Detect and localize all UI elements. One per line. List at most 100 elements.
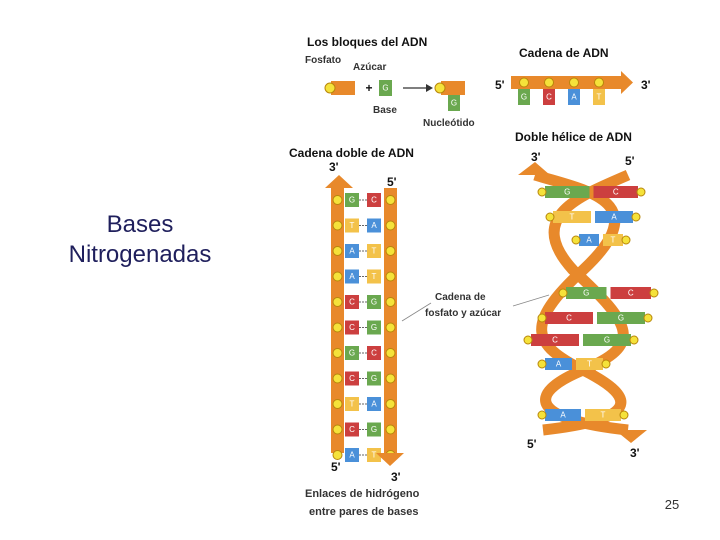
svg-text:T: T (372, 272, 377, 281)
phosphate-dot (385, 297, 396, 307)
sugar-phosphate-piece (324, 81, 355, 95)
svg-text:T: T (597, 93, 602, 102)
svg-text:T: T (350, 221, 355, 230)
svg-text:A: A (371, 400, 377, 409)
ladder-up-arrow-icon (325, 175, 353, 188)
backbone-pointer-line-right (512, 294, 550, 307)
svg-text:A: A (560, 411, 566, 420)
helix-bottom-5prime: 5' (527, 437, 537, 451)
svg-text:G: G (371, 323, 377, 332)
slide-title: Bases Nitrogenadas (40, 210, 240, 270)
svg-text:G: G (371, 425, 377, 434)
ladder-base-right: A (367, 397, 381, 411)
backbone-pointer-line (401, 302, 432, 322)
helix-base-left: T (553, 211, 591, 223)
ladder-base-left: A (345, 244, 359, 258)
svg-text:C: C (349, 374, 355, 383)
phosphate-dot (385, 373, 396, 384)
svg-text:G: G (349, 196, 355, 205)
chain-title: Cadena de ADN (519, 46, 609, 60)
ladder-base-right: G (367, 320, 381, 335)
hbond-label-line-2: entre pares de bases (309, 506, 418, 518)
phosphate-dot (385, 348, 396, 358)
svg-text:T: T (372, 247, 377, 256)
svg-text:G: G (371, 298, 377, 307)
helix-base-left: A (579, 234, 599, 246)
ladder-base-right: C (367, 193, 381, 207)
helix-base-left: A (545, 409, 581, 421)
ladder-top-3prime: 3' (329, 160, 339, 174)
helix-down-arrow-icon (615, 430, 647, 443)
ladder-down-arrow-icon (376, 453, 404, 466)
ladder-base-right: A (367, 218, 381, 233)
ladder-bottom-3prime: 3' (391, 470, 401, 484)
chain-base-t: T (593, 89, 605, 105)
page-number: 25 (664, 497, 680, 512)
phosphate-dot (332, 322, 343, 333)
ladder-base-left: T (345, 397, 359, 411)
backbone-label-line-1: Cadena de (435, 292, 486, 303)
base-label: Base (373, 105, 397, 116)
chain-base-g: G (518, 89, 530, 105)
svg-text:A: A (611, 213, 617, 222)
helix-base-left: C (545, 312, 593, 324)
helix-top-3prime: 3' (531, 150, 541, 164)
phosphate-dot (332, 399, 343, 409)
svg-text:A: A (349, 451, 355, 460)
phosphate-dot (332, 373, 343, 384)
chain-base-a: A (568, 89, 580, 105)
phosphate-dot (643, 313, 653, 323)
helix-base-right: T (603, 234, 623, 246)
ladder-base-left: G (345, 193, 359, 207)
phosphate-dot (537, 187, 547, 197)
phosphate-dot (385, 220, 396, 231)
phosphate-dot (649, 288, 659, 298)
single-dna-chain (511, 71, 633, 94)
phosphate-dot (537, 410, 547, 420)
helix-base-right: C (610, 287, 651, 299)
svg-text:T: T (350, 400, 355, 409)
ladder-base-left: C (345, 371, 359, 386)
helix-base-left: A (545, 358, 572, 370)
ladder-base-right: T (367, 448, 381, 462)
phosphate-dot (385, 271, 396, 282)
svg-text:T: T (570, 213, 575, 222)
ladder-base-right: T (367, 244, 381, 258)
ladder-base-left: C (345, 295, 359, 309)
phosphate-dot (523, 335, 533, 345)
svg-text:A: A (556, 360, 562, 369)
double-chain-title: Cadena doble de ADN (289, 146, 414, 160)
svg-text:A: A (349, 247, 355, 256)
helix-base-right: G (597, 312, 645, 324)
svg-text:T: T (587, 360, 592, 369)
ladder-base-left: A (345, 269, 359, 284)
ladder-base-left: C (345, 320, 359, 335)
svg-text:C: C (349, 298, 355, 307)
backbone-label-line-2: fosfato y azúcar (425, 308, 501, 319)
dna-structure-figure: Los bloques del ADN Fosfato Azúcar + G B… (283, 25, 660, 523)
phosphate-dot (571, 235, 581, 245)
svg-text:A: A (349, 272, 355, 281)
phosphate-dot (545, 212, 555, 222)
svg-text:A: A (586, 236, 592, 245)
chain-5prime: 5' (495, 78, 505, 92)
svg-text:C: C (546, 93, 552, 102)
ladder-base-right: G (367, 422, 381, 437)
phosphate-dot (332, 195, 343, 205)
helix-base-right: A (595, 211, 633, 223)
phosphate-label: Fosfato (305, 55, 341, 66)
phosphate-dot (385, 246, 396, 256)
phosphate-dot (621, 235, 631, 245)
title-line-1: Bases (106, 211, 174, 238)
ladder-top-5prime: 5' (387, 175, 397, 189)
ladder-base-left: G (345, 346, 359, 360)
phosphate-dot (385, 424, 396, 435)
phosphate-dot (537, 313, 547, 323)
sugar-label: Azúcar (353, 62, 386, 73)
helix-base-left: G (566, 287, 607, 299)
phosphate-dot (332, 297, 343, 307)
phosphate-dot (332, 450, 343, 460)
base-piece-g (379, 80, 392, 96)
